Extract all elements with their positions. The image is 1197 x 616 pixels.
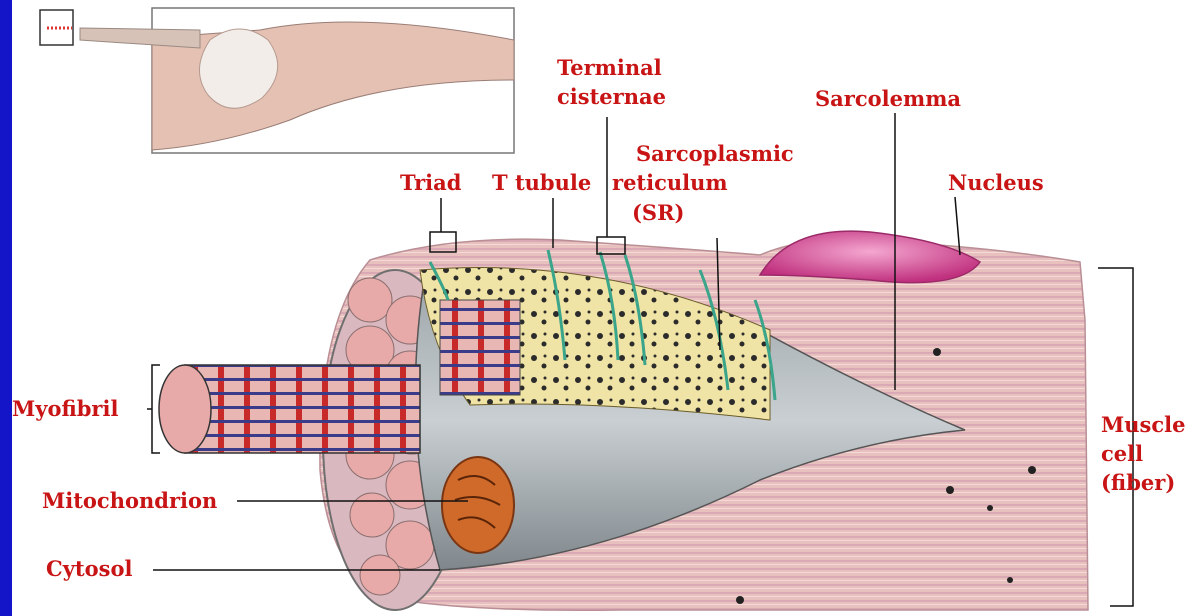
label-triad: Triad [400,170,461,196]
label-cytosol: Cytosol [46,556,132,582]
label-t-tubule: T tubule [492,170,591,196]
label-muscle-cell-line1: Muscle [1101,412,1185,438]
label-muscle-cell-line2: cell [1101,441,1143,467]
label-myofibril: Myofibril [12,396,118,422]
myofibril-end [159,365,211,453]
exposed-myofibril-bands [440,300,520,395]
nucleus-shape [760,231,980,282]
label-sr-line3: (SR) [632,200,685,226]
label-terminal-cisternae-line2: cisternae [557,84,666,110]
label-sr-line1: Sarcoplasmic [636,141,794,167]
label-terminal-cisternae-line1: Terminal [557,55,662,81]
label-mitochondrion: Mitochondrion [42,488,217,514]
myofibril-cylinder [185,365,420,453]
mitochondrion-shape [442,457,514,553]
label-sarcolemma: Sarcolemma [815,86,961,112]
label-muscle-cell-line3: (fiber) [1101,470,1175,496]
label-nucleus: Nucleus [948,170,1044,196]
label-sr-line2: reticulum [612,170,728,196]
inset-fascicle [80,28,200,48]
